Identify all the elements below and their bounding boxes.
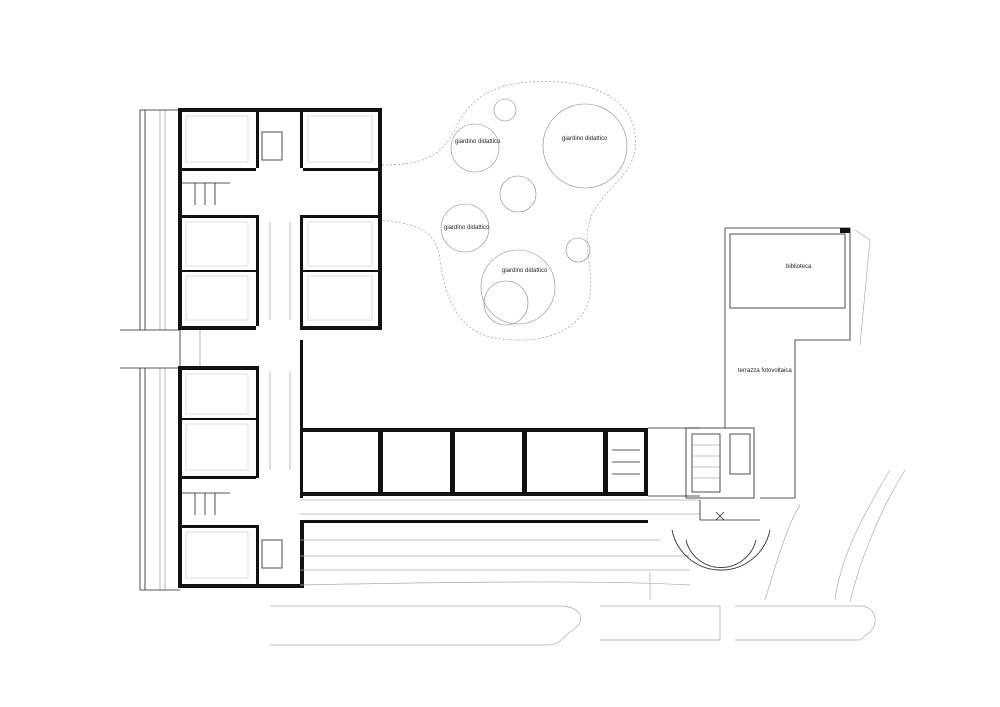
garden-label-4: giardino didattico [502,268,548,274]
garden-label-2: giardino didattico [562,136,608,142]
east-stair-block [671,427,771,571]
library-label: biblioteca [786,264,812,270]
didactic-gardens [381,81,636,341]
terrace-label: terrazza fotovoltaica [738,368,792,374]
garden-label-3: giardino didattico [444,225,490,231]
garden-label-1: giardino didattico [455,139,501,145]
site-context [270,469,906,646]
west-wing [120,108,382,591]
south-wing [300,427,700,571]
library-terrace [724,227,871,499]
classroom-furniture [185,115,373,579]
